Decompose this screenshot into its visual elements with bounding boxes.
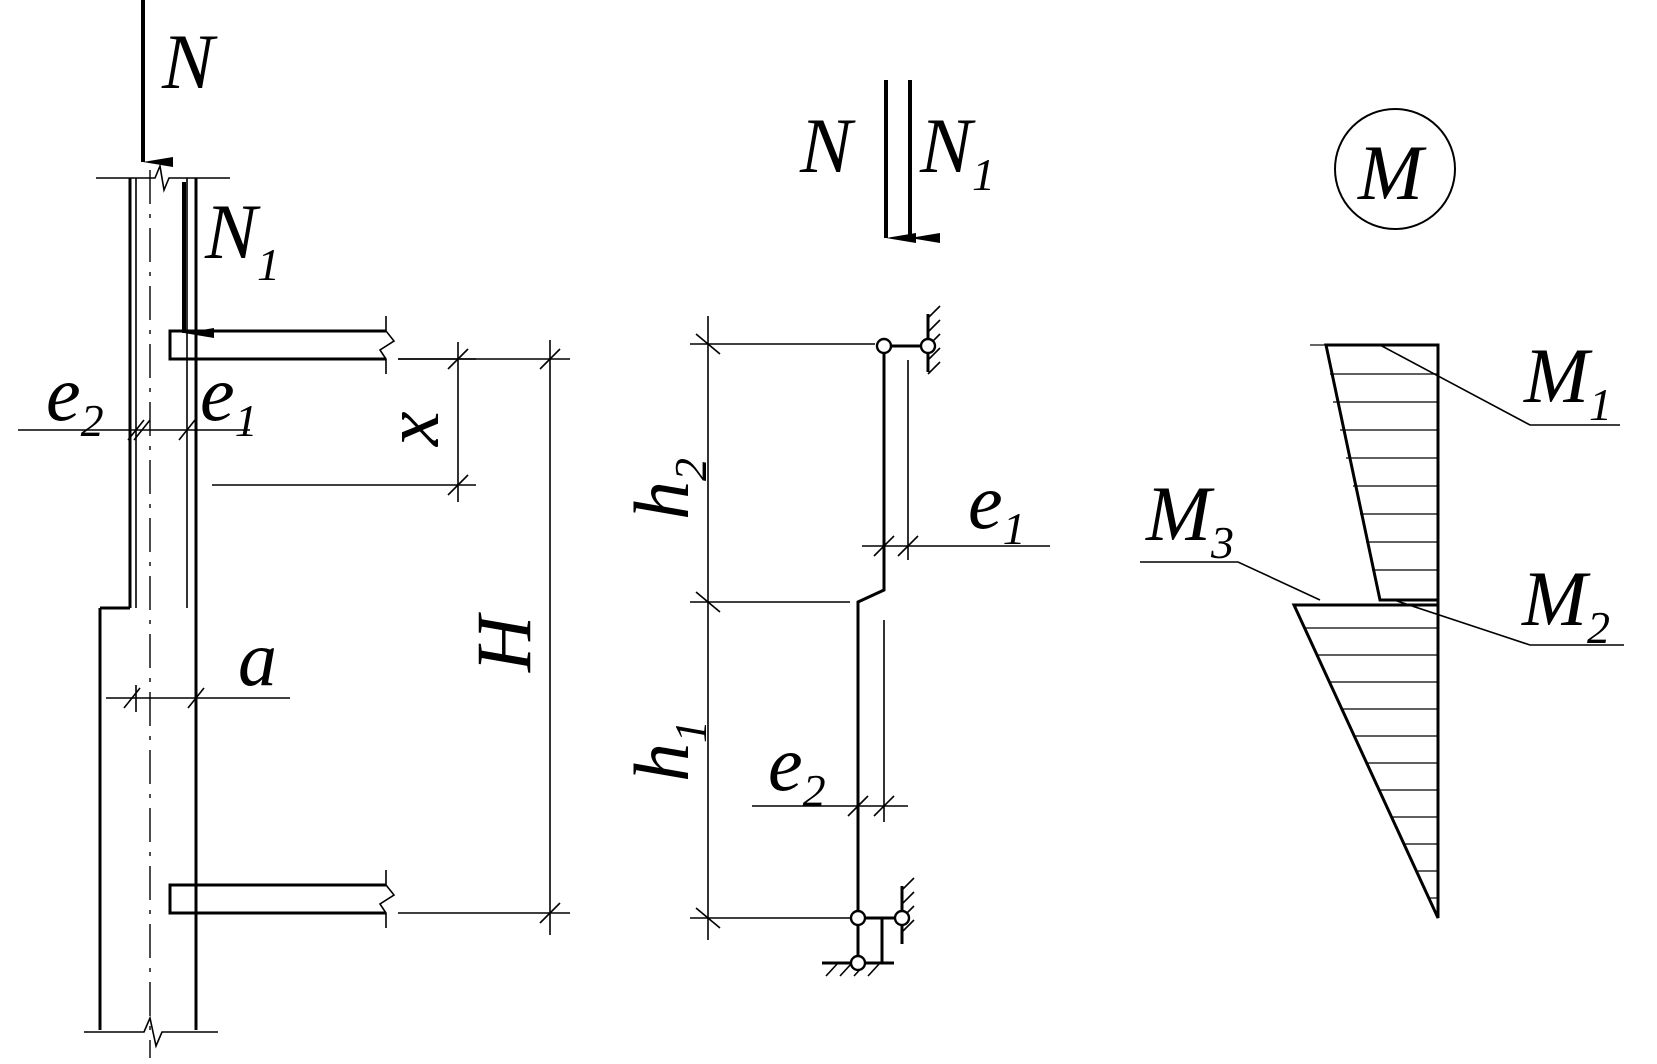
eccentricity-dimension xyxy=(18,419,250,441)
a-dimension xyxy=(106,685,290,712)
moment-lower-hatching xyxy=(1305,627,1438,899)
h1-label: h1 xyxy=(618,720,716,782)
load-n1-label: N1 xyxy=(204,188,280,290)
h2-label: h2 xyxy=(618,458,716,520)
m3-label: M3 xyxy=(1145,470,1234,568)
top-break-line xyxy=(96,163,230,193)
calc-load-n-label: N xyxy=(799,102,856,189)
x-dimension xyxy=(212,342,476,502)
calc-e2-dimension xyxy=(752,620,908,822)
m2-label: M2 xyxy=(1521,555,1610,653)
h-label: H xyxy=(460,612,547,673)
e2-label: e2 xyxy=(46,350,104,446)
column-outline xyxy=(98,178,198,1030)
calc-member xyxy=(856,346,886,963)
bottom-break-line xyxy=(84,1015,218,1049)
calc-e2-label: e2 xyxy=(768,720,826,816)
h-dimension xyxy=(398,340,570,935)
height-dimension-chain xyxy=(690,316,875,940)
column-elevation: N N1 e2 e1 a xyxy=(18,0,570,1058)
moment-leaders xyxy=(1140,344,1624,646)
calc-e1-dimension xyxy=(862,360,1050,560)
calc-e1-label: e1 xyxy=(968,458,1026,554)
load-n-label: N xyxy=(161,18,218,105)
moment-diagram: M xyxy=(1140,108,1624,919)
m1-label: M1 xyxy=(1523,332,1612,430)
moment-symbol-label: M xyxy=(1357,129,1427,216)
moment-lower-region xyxy=(1291,603,1440,919)
top-support xyxy=(875,305,941,375)
lower-floor-slab xyxy=(168,870,396,928)
e1-label: e1 xyxy=(200,350,258,446)
a-label: a xyxy=(238,615,277,702)
calc-load-n1-label: N1 xyxy=(919,102,995,200)
moment-upper-hatching xyxy=(1310,344,1438,571)
x-label: x xyxy=(368,411,455,447)
bottom-supports xyxy=(822,877,915,977)
upper-floor-slab xyxy=(168,316,396,374)
calc-model: N N1 xyxy=(618,80,1050,977)
moment-upper-region xyxy=(1324,343,1440,602)
moment-symbol-circle xyxy=(1334,108,1456,230)
